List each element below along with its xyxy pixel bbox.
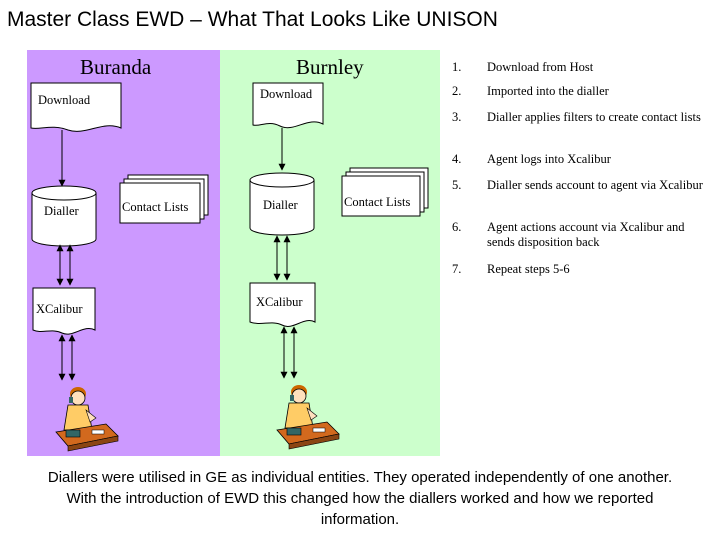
agent-at-desk-icon xyxy=(276,385,340,450)
buranda-xcalibur-label: XCalibur xyxy=(36,302,83,316)
buranda-dialler-label: Dialler xyxy=(44,204,80,218)
slide-title: Master Class EWD – What That Looks Like … xyxy=(7,8,498,31)
footer-line: Diallers were utilised in GE as individu… xyxy=(47,469,673,486)
step-text: Download from Host xyxy=(487,60,594,74)
buranda-download-doc: Download xyxy=(30,82,122,132)
burnley-download-label: Download xyxy=(260,87,313,101)
step-text: Imported into the dialler xyxy=(487,84,609,98)
step-number: 1. xyxy=(452,60,462,74)
footer-line: With the introduction of EWD this change… xyxy=(66,490,654,507)
footer-line: information. xyxy=(320,511,400,528)
step-text: Dialler applies filters to create contac… xyxy=(487,110,701,124)
step-number: 3. xyxy=(452,110,462,124)
step-text: Agent actions account via Xcalibur and s… xyxy=(487,220,685,249)
buranda-contact-lists-label: Contact Lists xyxy=(122,200,188,214)
step-number: 5. xyxy=(452,178,462,192)
buranda-download-label: Download xyxy=(38,93,91,107)
agent-at-desk-icon xyxy=(55,387,119,452)
burnley-xcalibur-label: XCalibur xyxy=(256,295,303,309)
buranda-dialler-cylinder: Dialler xyxy=(31,185,97,247)
burnley-contact-lists-label: Contact Lists xyxy=(344,195,410,209)
buranda-title: Buranda xyxy=(80,55,152,79)
footer-caption: Diallers were utilised in GE as individu… xyxy=(0,467,720,530)
buranda-contact-lists-stack: Contact Lists xyxy=(119,174,209,224)
burnley-title: Burnley xyxy=(296,55,364,79)
burnley-xcalibur-doc: XCalibur xyxy=(249,282,316,327)
step-number: 4. xyxy=(452,152,462,166)
buranda-xcalibur-doc: XCalibur xyxy=(32,287,96,335)
step-text: Agent logs into Xcalibur xyxy=(487,152,611,166)
burnley-download-doc: Download xyxy=(252,82,324,129)
burnley-dialler-cylinder: Dialler xyxy=(249,172,315,236)
step-number: 6. xyxy=(452,220,462,234)
step-text: Dialler sends account to agent via Xcali… xyxy=(487,178,703,192)
burnley-dialler-label: Dialler xyxy=(263,198,299,212)
step-text: Repeat steps 5-6 xyxy=(487,262,570,276)
step-number: 2. xyxy=(452,84,462,98)
step-number: 7. xyxy=(452,262,462,276)
burnley-contact-lists-stack: Contact Lists xyxy=(341,167,429,217)
